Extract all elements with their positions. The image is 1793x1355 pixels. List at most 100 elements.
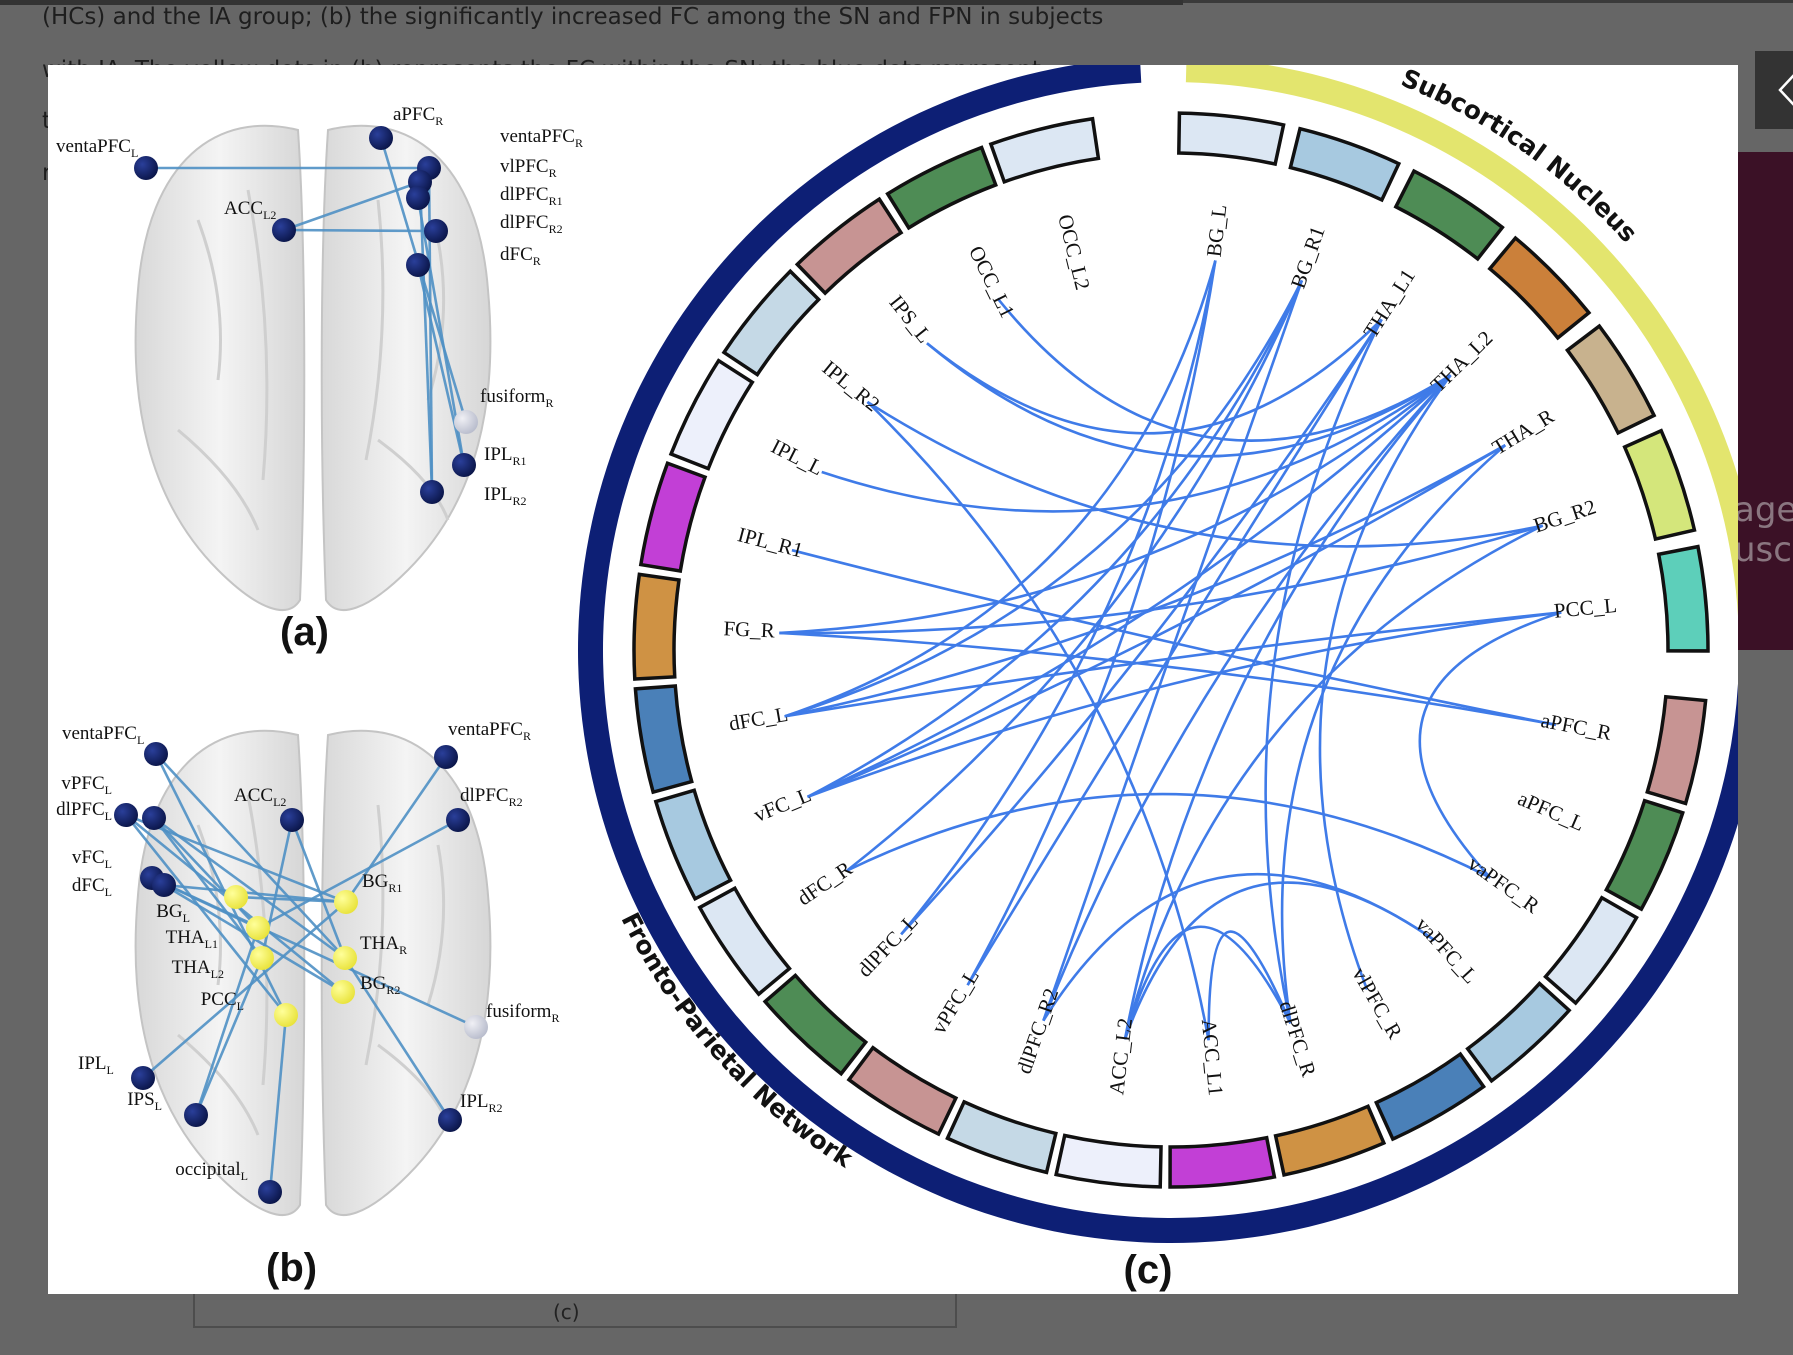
node-segment-dfc-l <box>633 684 694 795</box>
node-segment-dlpfc-l <box>762 972 869 1077</box>
brain-node <box>420 480 444 504</box>
right-hemisphere <box>320 124 492 611</box>
chord-link <box>806 279 1304 798</box>
side-panel[interactable]: age uscr <box>1738 152 1793 650</box>
node-segment-bg-l <box>1177 111 1286 167</box>
chord-link <box>1123 524 1544 1040</box>
chord-link <box>966 260 1217 986</box>
chord-link <box>784 260 1217 718</box>
brain-node <box>258 1180 282 1204</box>
node-segment-occ-l2 <box>988 116 1101 185</box>
previous-image-button[interactable]: < <box>1755 51 1793 129</box>
node-label: BG_R1 <box>1286 223 1330 292</box>
background-caption-line-4: r <box>42 160 52 186</box>
background-figure-label: (c) <box>553 1300 580 1324</box>
node-label: PCC_L <box>1553 593 1618 623</box>
brain-node <box>331 980 355 1004</box>
brain-node <box>272 218 296 242</box>
brain-node-label: IPLR2 <box>460 1091 503 1115</box>
chord-link <box>1123 374 1452 1040</box>
brain-edge <box>153 817 259 929</box>
brain-edge <box>283 228 437 233</box>
brain-edge <box>344 756 448 903</box>
brain-node-label: fusiformR <box>486 1001 559 1025</box>
brain-node-label: IPSL <box>127 1089 162 1113</box>
brain-edge <box>124 814 288 1016</box>
brain-node-label: IPLL <box>78 1053 114 1077</box>
node-segment-tha-r <box>1564 323 1657 436</box>
brain-node <box>224 885 248 909</box>
node-segment-dlpfc-r2 <box>945 1099 1058 1175</box>
brain-edge <box>155 753 346 959</box>
node-label: ACC_L2 <box>1104 1017 1137 1096</box>
brain-node-label: ventaPFCL <box>62 723 144 747</box>
brain-node <box>152 873 176 897</box>
chord-link <box>779 524 1544 635</box>
chord-link <box>1042 872 1436 1022</box>
panel-label-a: (a) <box>280 610 329 654</box>
brain-edge <box>418 181 434 493</box>
brain-fold <box>177 1033 260 1136</box>
brain-node-label: fusiformR <box>480 386 553 410</box>
chord-link <box>1264 318 1383 1024</box>
panel-label-b: (b) <box>266 1246 317 1290</box>
node-segment-ipl-l <box>668 358 755 471</box>
brain-edge <box>290 819 347 959</box>
brain-node <box>434 745 458 769</box>
panel-label-c: (c) <box>1124 1248 1173 1292</box>
brain-node <box>464 1015 488 1039</box>
brain-a: ventaPFCLaPFCRventaPFCRvlPFCRdlPFCR1ACCL… <box>56 104 583 611</box>
chord-link <box>996 297 1452 442</box>
brain-panels: ventaPFCLaPFCRventaPFCRvlPFCRdlPFCR1ACCL… <box>56 104 583 1290</box>
node-segment-ipl-r2 <box>721 268 822 378</box>
node-segment-tha-l1 <box>1393 168 1505 262</box>
node-label: IPL_L <box>767 434 827 480</box>
chord-link <box>779 374 1452 635</box>
chord-link <box>1418 611 1562 879</box>
node-segment-occ-l1 <box>885 145 998 231</box>
side-panel-text-2: uscr <box>1738 530 1793 570</box>
chord-link <box>821 374 1452 513</box>
chord-link <box>1123 925 1292 1040</box>
brain-node-label: dlPFCL <box>56 799 112 823</box>
brain-edge <box>163 883 347 904</box>
brain-node <box>280 808 304 832</box>
chord-link <box>926 318 1383 435</box>
node-label: vlPFC_R <box>1347 963 1407 1043</box>
brain-node <box>438 1108 462 1132</box>
node-segment-acc-l2 <box>1054 1133 1163 1189</box>
node-label: IPL_R2 <box>818 356 885 417</box>
brain-edge <box>343 957 452 1121</box>
brain-edge <box>268 1014 288 1193</box>
node-segment-apfc-l <box>1603 798 1685 912</box>
brain-node <box>334 890 358 914</box>
brain-node <box>452 453 476 477</box>
brain-edge <box>257 818 459 930</box>
node-segment-apfc-r <box>1645 694 1708 806</box>
brain-node-label: dlPFCR2 <box>500 212 563 236</box>
brain-edge <box>153 816 346 960</box>
node-label: BG_R2 <box>1530 494 1598 537</box>
brain-fold <box>196 219 222 381</box>
node-segment-fg-r <box>632 572 681 681</box>
chord-link <box>1042 374 1452 1022</box>
chord-link <box>926 342 1452 458</box>
node-segment-bg-r1 <box>1288 126 1402 203</box>
chord-link <box>966 318 1383 986</box>
background-caption-line-3: t <box>42 108 52 134</box>
brain-node <box>131 1066 155 1090</box>
node-label: vPFC_L <box>926 965 983 1038</box>
node-segment-vpfc-l <box>846 1045 959 1137</box>
chord-link <box>846 279 1304 872</box>
node-segment-pcc-l <box>1656 544 1710 653</box>
brain-node <box>144 742 168 766</box>
node-label: IPS_L <box>884 291 936 348</box>
background-caption-line-1: (HCs) and the IA group; (b) the signific… <box>42 4 1104 30</box>
brain-node-label: occipitalL <box>175 1159 248 1183</box>
brain-fold <box>196 824 222 986</box>
brain-edge <box>142 901 347 1079</box>
brain-edge <box>194 957 264 1116</box>
